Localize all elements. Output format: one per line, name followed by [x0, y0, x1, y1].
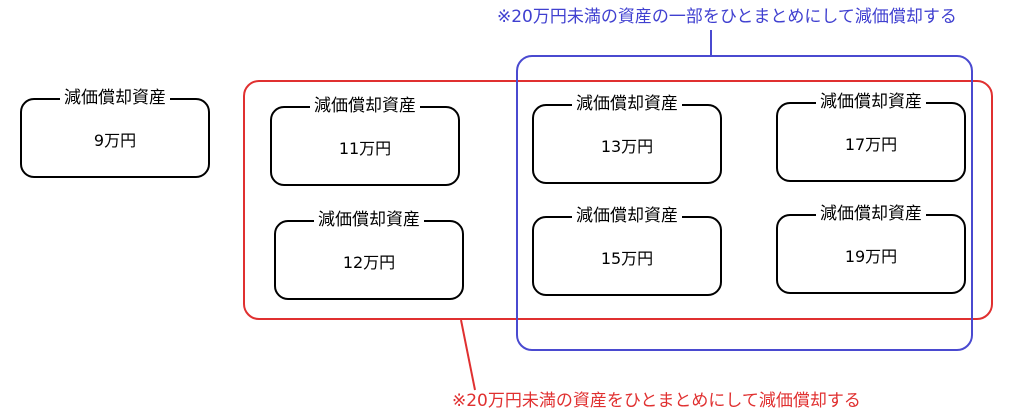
- asset-value: 15万円: [600, 249, 654, 268]
- blue-group-note: ※20万円未満の資産の一部をひとまとめにして減価償却する: [497, 7, 957, 27]
- red-group-note: ※20万円未満の資産をひとまとめにして減価償却する: [452, 391, 861, 411]
- asset-box-9: 減価償却資産 9万円: [20, 86, 210, 178]
- red-group-frame: [243, 80, 993, 320]
- asset-value: 9万円: [93, 131, 137, 150]
- asset-title: 減価償却資産: [60, 86, 170, 110]
- blue-group-frame: [516, 55, 973, 351]
- asset-value: 17万円: [844, 135, 898, 154]
- asset-value: 12万円: [342, 253, 396, 272]
- asset-title: 減価償却資産: [816, 202, 926, 226]
- asset-title: 減価償却資産: [314, 208, 424, 232]
- asset-title: 減価償却資産: [816, 90, 926, 114]
- asset-box-19: 減価償却資産 19万円: [776, 202, 966, 294]
- asset-value: 13万円: [600, 137, 654, 156]
- asset-value: 11万円: [338, 139, 392, 158]
- asset-title: 減価償却資産: [310, 94, 420, 118]
- asset-title: 減価償却資産: [572, 204, 682, 228]
- asset-box-15: 減価償却資産 15万円: [532, 204, 722, 296]
- asset-box-13: 減価償却資産 13万円: [532, 92, 722, 184]
- asset-value: 19万円: [844, 247, 898, 266]
- asset-box-11: 減価償却資産 11万円: [270, 94, 460, 186]
- asset-title: 減価償却資産: [572, 92, 682, 116]
- red-note-connector: [460, 319, 476, 391]
- asset-box-17: 減価償却資産 17万円: [776, 90, 966, 182]
- asset-box-12: 減価償却資産 12万円: [274, 208, 464, 300]
